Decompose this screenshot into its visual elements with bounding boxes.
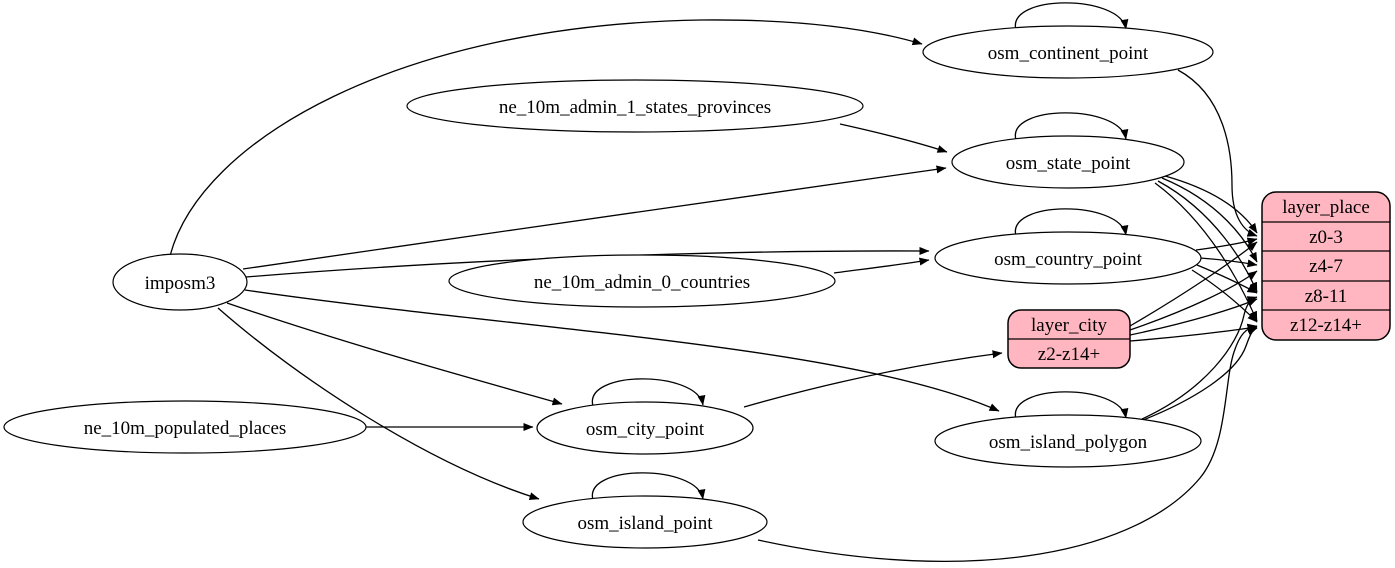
table-imposm3-shape: [112, 253, 248, 311]
record-layer-city: layer_city z2-z14+: [1007, 309, 1131, 369]
record-layer-place-row-z12-z14: z12-z14+: [1290, 315, 1362, 336]
record-layer-place-box: [1261, 191, 1391, 341]
edge-ne-admin0-to-osm-country-point: [833, 257, 930, 274]
edge-imposm3-to-osm-continent-point: [169, 19, 923, 257]
edge-ne-admin1-to-osm-state-point: [839, 123, 948, 153]
edge-osm-state-point-to-layer-place-z4-7: [1161, 177, 1258, 263]
edge-imposm3-to-osm-state-point: [242, 165, 947, 270]
edge-osm-island-polygon-to-layer-place-z12-z14: [1137, 327, 1258, 423]
edge-osm-state-point-to-layer-place-z12-z14: [1154, 182, 1258, 322]
table-ne-admin0-shape: [448, 254, 836, 308]
table-osm-state-label: osm_state_point: [1006, 153, 1131, 174]
table-ne-admin0-label: ne_10m_admin_0_countries: [534, 272, 750, 293]
record-layer-city-title: layer_city: [1031, 315, 1107, 336]
self-loop-osm-state-point: [1015, 112, 1129, 141]
edge-osm-country-point-to-layer-place-z8-11: [1196, 264, 1258, 294]
edge-osm-country-point-to-layer-place-z4-7: [1199, 257, 1258, 268]
edge-imposm3-to-osm-island-point: [217, 307, 540, 500]
edge-layer-city-to-layer-place-z4-7: [1129, 270, 1258, 331]
table-osm-city-point: osm_city_point: [536, 401, 754, 455]
table-nodes: imposm3 ne_10m_admin_1_states_provinces …: [3, 25, 1214, 549]
table-osm-continent-point: osm_continent_point: [922, 25, 1214, 79]
table-osm-island-point-shape: [522, 495, 768, 549]
table-osm-island-polygon-shape: [934, 414, 1202, 468]
table-ne-10m-admin-1-states-provinces: ne_10m_admin_1_states_provinces: [406, 79, 864, 133]
edge-osm-city-point-to-layer-city-z2-z14: [743, 350, 1003, 408]
table-osm-island-polygon: osm_island_polygon: [934, 414, 1202, 468]
table-ne-10m-populated-places: ne_10m_populated_places: [3, 400, 367, 454]
table-osm-country-shape: [934, 231, 1202, 285]
edges: [169, 2, 1258, 563]
table-osm-country-label: osm_country_point: [994, 249, 1142, 270]
edge-layer-city-to-layer-place-z0-3: [1129, 241, 1258, 327]
edge-osm-state-point-to-layer-place-z8-11: [1157, 180, 1258, 293]
table-ne-populated-label: ne_10m_populated_places: [84, 418, 287, 439]
table-osm-island-point-label: osm_island_point: [577, 513, 713, 534]
table-osm-city-label: osm_city_point: [586, 419, 705, 440]
table-osm-state-point: osm_state_point: [951, 135, 1185, 189]
record-layer-place-title: layer_place: [1282, 197, 1370, 218]
table-ne-10m-admin-0-countries: ne_10m_admin_0_countries: [448, 254, 836, 308]
record-layer-place: layer_place z0-3 z4-7 z8-11 z12-z14+: [1261, 191, 1391, 341]
edge-osm-island-point-to-layer-place-z12-z14: [757, 323, 1258, 563]
table-osm-island-point: osm_island_point: [522, 495, 768, 549]
self-loop-osm-country-point: [1015, 208, 1129, 237]
edge-imposm3-to-osm-island-polygon: [244, 289, 1000, 412]
record-layer-place-row-z0-3: z0-3: [1309, 227, 1343, 248]
table-ne-populated-shape: [3, 400, 367, 454]
record-layer-place-row-z8-11: z8-11: [1305, 286, 1348, 307]
edge-osm-continent-point-to-layer-place-z0-3: [1177, 69, 1258, 237]
self-loop-osm-continent-point: [1015, 2, 1129, 31]
table-osm-continent-label: osm_continent_point: [988, 43, 1149, 64]
self-loop-osm-island-point: [592, 472, 706, 501]
edge-osm-country-point-to-layer-place-z0-3: [1195, 237, 1258, 251]
edge-imposm3-to-osm-city-point: [226, 302, 563, 406]
table-ne-admin1-shape: [406, 79, 864, 133]
table-imposm3-label: imposm3: [145, 273, 216, 294]
table-ne-admin1-label: ne_10m_admin_1_states_provinces: [499, 97, 771, 118]
table-osm-state-shape: [951, 135, 1185, 189]
record-layer-city-row-z2-z14: z2-z14+: [1038, 344, 1100, 365]
table-osm-island-polygon-label: osm_island_polygon: [989, 432, 1148, 453]
table-osm-continent-shape: [922, 25, 1214, 79]
table-imposm3: imposm3: [112, 253, 248, 311]
edge-osm-state-point-to-layer-place-z0-3: [1164, 175, 1258, 234]
edge-osm-country-point-to-layer-place-z12-z14: [1191, 269, 1258, 323]
table-osm-country-point: osm_country_point: [934, 231, 1202, 285]
edge-osm-island-polygon-to-layer-place-z8-11: [1141, 296, 1258, 420]
table-osm-city-shape: [536, 401, 754, 455]
self-loop-osm-city-point: [592, 378, 706, 407]
record-layer-place-row-z4-7: z4-7: [1309, 256, 1343, 277]
self-loop-osm-island-polygon: [1015, 391, 1129, 420]
